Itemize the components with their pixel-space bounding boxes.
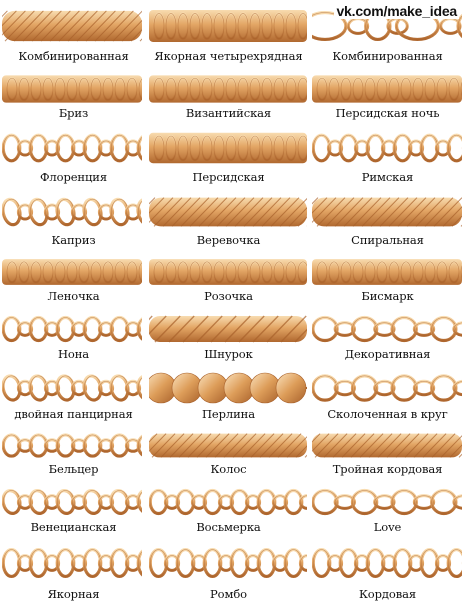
figure-eight-chain-icon	[149, 488, 307, 516]
lenochka-chain-icon	[2, 259, 142, 285]
chain-cell: Веревочка	[147, 187, 310, 250]
roman-chain-icon	[312, 133, 462, 163]
chain-cell: Каприз	[0, 187, 147, 250]
chain-cell: Нона	[0, 306, 147, 364]
chain-cell: Розочка	[147, 250, 310, 306]
chain-cell: Персидская ночь	[310, 66, 465, 123]
chain-label: Ромбо	[210, 587, 247, 601]
chain-label: Флоренция	[39, 170, 108, 184]
chain-cell: Флоренция	[0, 123, 147, 187]
chain-label: Декоративная	[344, 347, 431, 361]
chain-cell: Перлина	[147, 364, 310, 424]
chain-label: Спиральная	[351, 233, 424, 247]
chain-label: Love	[373, 520, 402, 534]
chain-label: Венецианская	[30, 520, 117, 534]
chain-label: Персидская	[192, 170, 265, 184]
persian-chain-icon	[149, 132, 307, 164]
chain-label: Нона	[57, 347, 90, 361]
chain-cell: Ромбо	[147, 537, 310, 604]
chain-label: Римская	[361, 170, 414, 184]
chain-label: Веревочка	[196, 233, 261, 247]
beltser-chain-icon	[2, 433, 142, 458]
chain-cell: Византийская	[147, 66, 310, 123]
capriz-chain-icon	[2, 197, 142, 227]
byzantine-chain-icon	[149, 75, 307, 103]
bismarck-chain-icon	[312, 259, 462, 285]
chain-label: Бельцер	[48, 462, 99, 476]
rose-chain-icon	[149, 259, 307, 285]
chain-label: Розочка	[204, 289, 253, 303]
chain-label: Колос	[210, 462, 247, 476]
chain-cell: Персидская	[147, 123, 310, 187]
chain-label: Комбинированная	[18, 49, 129, 63]
chain-cell: Декоративная	[310, 306, 465, 364]
chain-label: Комбинированная	[332, 49, 443, 63]
cord-link-chain-icon	[312, 547, 462, 579]
chain-cell: Якорная	[0, 537, 147, 604]
double-curb-chain-icon	[2, 374, 142, 402]
chain-label: Якорная четырехрядная	[154, 49, 303, 63]
chain-label: Каприз	[51, 233, 96, 247]
florence-chain-icon	[2, 133, 142, 163]
love-chain-icon	[312, 488, 462, 516]
chain-cell: Восьмерка	[147, 479, 310, 537]
chain-cell: двойная панцирная	[0, 364, 147, 424]
nona-chain-icon	[2, 315, 142, 343]
spiral-chain-icon	[312, 197, 462, 227]
chain-cell: Комбинированная	[310, 0, 465, 66]
chain-cell: Бисмарк	[310, 250, 465, 306]
chain-label: Бриз	[58, 106, 89, 120]
venetian-chain-icon	[2, 489, 142, 515]
anchor-chain-icon	[2, 547, 142, 579]
bead-chain-icon	[149, 372, 307, 404]
chain-label: Кордовая	[359, 587, 416, 601]
persian-night-chain-icon	[312, 75, 462, 103]
chain-cell: Колос	[147, 424, 310, 479]
chain-cell: Бельцер	[0, 424, 147, 479]
chain-label: Византийская	[185, 106, 272, 120]
chain-cell: Якорная четырехрядная	[147, 0, 310, 66]
chain-cell: Леночка	[0, 250, 147, 306]
watermark-text: vk.com/make_idea	[334, 3, 459, 19]
chain-label: Якорная	[47, 587, 100, 601]
chain-label: Тройная кордовая	[332, 462, 443, 476]
chain-label: двойная панцирная	[14, 407, 133, 421]
triple-cord-chain-icon	[312, 433, 462, 458]
chain-cell: Комбинированная	[0, 0, 147, 66]
chain-cell: Сколоченная в круг	[310, 364, 465, 424]
twisted-rope-chain-icon	[2, 10, 142, 42]
chain-label: Леночка	[47, 289, 100, 303]
chain-label: Восьмерка	[196, 520, 261, 534]
briz-chain-icon	[2, 75, 142, 103]
chain-label: Сколоченная в круг	[327, 407, 448, 421]
rope-chain-icon	[149, 197, 307, 227]
chain-label: Персидская ночь	[335, 106, 440, 120]
chain-cell: Кордовая	[310, 537, 465, 604]
chain-cell: Венецианская	[0, 479, 147, 537]
chain-cell: Тройная кордовая	[310, 424, 465, 479]
chain-cell: Бриз	[0, 66, 147, 123]
chain-label: Бисмарк	[361, 289, 414, 303]
ring-bound-chain-icon	[312, 374, 462, 402]
anchor-four-row-chain-icon	[149, 10, 307, 42]
chain-cell: Love	[310, 479, 465, 537]
rombo-chain-icon	[149, 547, 307, 579]
decorative-chain-icon	[312, 315, 462, 343]
chain-label: Шнурок	[204, 347, 253, 361]
cord-chain-icon	[149, 315, 307, 343]
chain-cell: Римская	[310, 123, 465, 187]
wheat-chain-icon	[149, 433, 307, 458]
chain-cell: Спиральная	[310, 187, 465, 250]
chain-label: Перлина	[202, 407, 255, 421]
chain-cell: Шнурок	[147, 306, 310, 364]
